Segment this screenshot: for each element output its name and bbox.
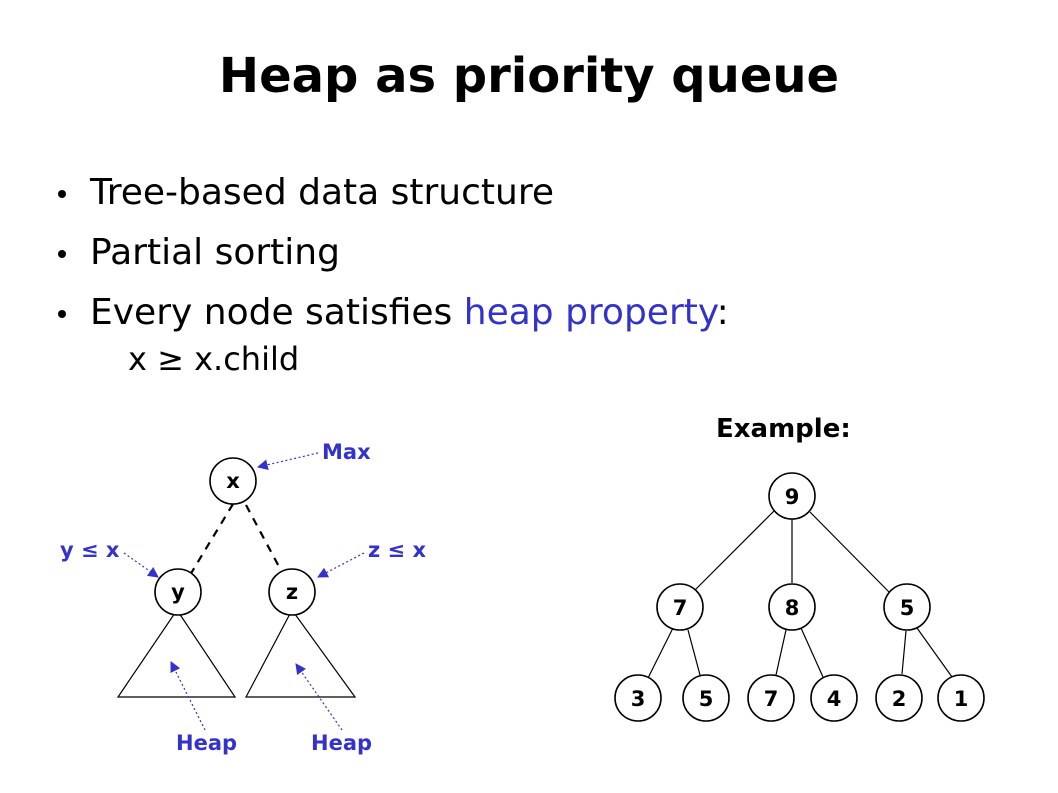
dashed-edge-x-z — [245, 504, 285, 577]
node-level1 — [656, 583, 704, 631]
node-level2 — [875, 674, 923, 722]
bullet-list: Tree-based data structure Partial sortin… — [58, 163, 729, 343]
node-x-label: x — [226, 469, 240, 493]
edge-7-5 — [687, 629, 701, 676]
node-level1-label: 8 — [785, 596, 800, 620]
node-level2-label: 7 — [764, 687, 779, 711]
node-level2 — [747, 674, 795, 722]
y-relation-arrow — [123, 552, 159, 578]
heap-left-arrow — [170, 661, 206, 731]
example-heap-diagram: Example: 9 7 8 5 3 5 7 4 2 1 — [614, 414, 985, 722]
edge-5-2 — [901, 630, 907, 675]
right-subtree-triangle — [245, 608, 357, 698]
bullet-text-suffix: : — [716, 292, 729, 333]
node-root-label: 9 — [785, 485, 800, 509]
z-relation-arrow — [317, 552, 365, 578]
node-level2-label: 2 — [892, 687, 907, 711]
node-level1-label: 7 — [673, 596, 688, 620]
bullet-dot-icon — [58, 190, 66, 198]
edge-9-7 — [691, 510, 775, 594]
left-subtree-triangle — [116, 608, 237, 698]
node-level1-label: 5 — [900, 596, 915, 620]
node-level2-label: 4 — [827, 687, 842, 711]
max-label: Max — [322, 440, 371, 464]
edge-8-4 — [800, 627, 824, 678]
node-z — [268, 568, 316, 616]
node-level1 — [768, 583, 816, 631]
node-level2 — [614, 674, 662, 722]
bullet-item: Tree-based data structure — [58, 163, 729, 223]
bullet-text: Partial sorting — [90, 232, 340, 273]
node-level2-label: 5 — [699, 687, 714, 711]
node-level2 — [937, 674, 985, 722]
heap-property-highlight: heap property — [463, 292, 717, 333]
z-relation-label: z ≤ x — [368, 538, 426, 562]
node-root — [768, 472, 816, 520]
heap-left-label: Heap — [176, 731, 237, 755]
bullet-text: Tree-based data structure — [90, 172, 555, 213]
heap-right-label: Heap — [311, 731, 372, 755]
dashed-edge-x-y — [189, 503, 234, 576]
node-y-label: y — [171, 580, 185, 604]
edge-8-7 — [775, 629, 787, 676]
bullet-text: Every node satisfies — [90, 292, 464, 333]
edge-9-5 — [809, 511, 890, 593]
bullet-dot-icon — [58, 250, 66, 258]
node-level2-label: 3 — [631, 687, 646, 711]
node-z-label: z — [286, 580, 298, 604]
edge-5-1 — [916, 627, 953, 678]
bullet-dot-icon — [58, 310, 66, 318]
node-y — [154, 568, 202, 616]
node-level2-label: 1 — [954, 687, 969, 711]
generic-heap-diagram: x y z Max y ≤ x z ≤ x Heap Heap — [60, 440, 426, 755]
example-label: Example: — [716, 414, 851, 444]
y-relation-label: y ≤ x — [60, 538, 120, 562]
max-arrow — [256, 452, 319, 471]
heap-property-formula: x ≥ x.child — [128, 340, 300, 378]
node-level1 — [883, 583, 931, 631]
slide-title: Heap as priority queue — [218, 48, 840, 104]
bullet-item: Partial sorting — [58, 223, 729, 283]
bullet-item: Every node satisfies heap property: — [58, 283, 729, 343]
node-level2 — [682, 674, 730, 722]
node-level2 — [810, 674, 858, 722]
edge-7-3 — [647, 627, 674, 679]
node-x — [209, 457, 257, 505]
